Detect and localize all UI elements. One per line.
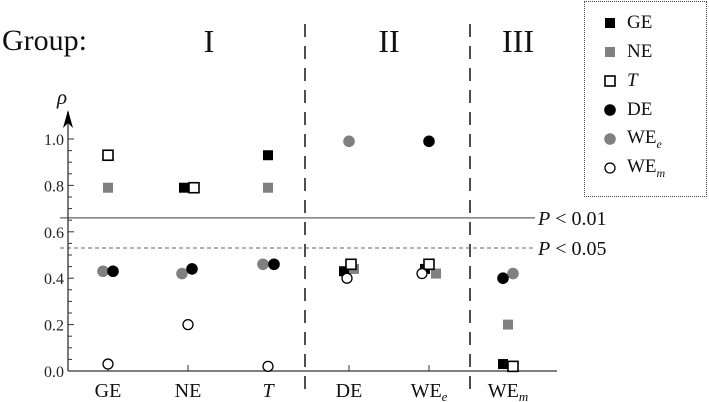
marker-ge-ne: [179, 182, 189, 193]
marker-wee-ge: [97, 265, 109, 278]
marker-ge-wem: [498, 359, 508, 370]
marker-de-ge: [107, 265, 119, 278]
circle-open-glyph: [604, 162, 616, 174]
group-label-ii: II: [378, 23, 399, 59]
x-tick-label-wem: WEm: [488, 380, 528, 402]
marker-ge-de: [339, 266, 349, 277]
marker-ne-wem: [503, 319, 513, 330]
x-tick-label-de: DE: [336, 380, 363, 402]
marker-wem-wee: [416, 267, 428, 280]
marker-wee-t: [257, 258, 269, 271]
circle-filled-black-glyph: [604, 104, 616, 116]
legend-item-ge: GE: [603, 11, 652, 35]
y-tick-label: 0.2: [44, 318, 64, 335]
legend-item-ne: NE: [603, 40, 652, 64]
group-prefix-label: Group:: [2, 24, 87, 57]
y-tick-label: 0.4: [44, 271, 64, 288]
threshold-label-p001: P < 0.01: [537, 208, 607, 230]
circle-filled-black-icon: [604, 104, 616, 116]
marker-de-t: [268, 258, 280, 271]
legend-label: GE: [627, 12, 653, 33]
marker-de-wee: [423, 135, 435, 148]
y-tick-label: 0.0: [44, 364, 64, 381]
group-label-i: I: [204, 23, 215, 59]
marker-wem-t: [262, 360, 274, 373]
square-filled-black-glyph: [605, 18, 615, 28]
marker-ne-t: [263, 182, 273, 193]
x-tick-label-wee: WEe: [411, 380, 448, 402]
x-tick-label-ne: NE: [175, 380, 202, 402]
marker-wee-wem: [507, 267, 519, 280]
y-tick-label: 0.8: [44, 178, 64, 195]
marker-wee-de: [343, 135, 355, 148]
marker-ge-t: [263, 150, 273, 161]
y-axis-label: ρ: [56, 85, 67, 109]
square-open-glyph: [604, 75, 616, 87]
circle-open-icon: [604, 162, 616, 174]
marker-t-wee: [423, 258, 435, 271]
circle-filled-gray-glyph: [604, 133, 616, 145]
marker-wem-ge: [102, 358, 114, 370]
marker-t-de: [345, 258, 357, 271]
y-tick-label: 0.6: [44, 225, 64, 242]
legend-label: T: [627, 70, 638, 91]
legend-item-wee: WEe: [603, 127, 662, 151]
square-filled-gray-glyph: [605, 47, 615, 57]
y-axis-arrow-icon: [63, 110, 73, 128]
marker-de-ne: [186, 263, 198, 275]
marker-de-wem: [497, 272, 509, 285]
marker-wem-ne: [182, 318, 194, 331]
x-tick-label-ge: GE: [95, 380, 122, 402]
marker-wem-de: [341, 272, 353, 284]
group-label-iii: III: [502, 23, 534, 59]
y-tick-label: 1.0: [44, 132, 64, 149]
legend-item-de: DE: [603, 98, 652, 122]
axes: ρ 0.0 0.2 0.4 0.6 0.8 1.0GE NE T DE WEe WEm: [44, 85, 557, 402]
legend-item-t: T: [603, 69, 638, 93]
marker-t-ne: [188, 181, 200, 194]
square-filled-gray-icon: [605, 47, 615, 57]
legend-label: WEm: [627, 155, 666, 180]
threshold-label-p005: P < 0.05: [537, 238, 607, 260]
circle-filled-gray-icon: [604, 133, 616, 145]
marker-t-ge: [102, 149, 114, 162]
x-tick-label-t: T: [262, 380, 275, 402]
legend-label: NE: [627, 41, 653, 62]
square-filled-black-icon: [605, 18, 615, 28]
legend-item-wem: WEm: [603, 156, 665, 180]
legend-label: DE: [627, 99, 653, 120]
square-open-icon: [604, 75, 616, 87]
marker-ne-wee: [431, 268, 441, 279]
marker-wee-ne: [176, 267, 188, 280]
group-separators: [304, 24, 471, 398]
data-markers: [97, 135, 519, 373]
threshold-lines: P < 0.01 P < 0.05: [60, 208, 607, 260]
legend-label: WEe: [627, 126, 662, 151]
marker-ne-ge: [103, 182, 113, 193]
marker-t-wem: [507, 360, 519, 373]
